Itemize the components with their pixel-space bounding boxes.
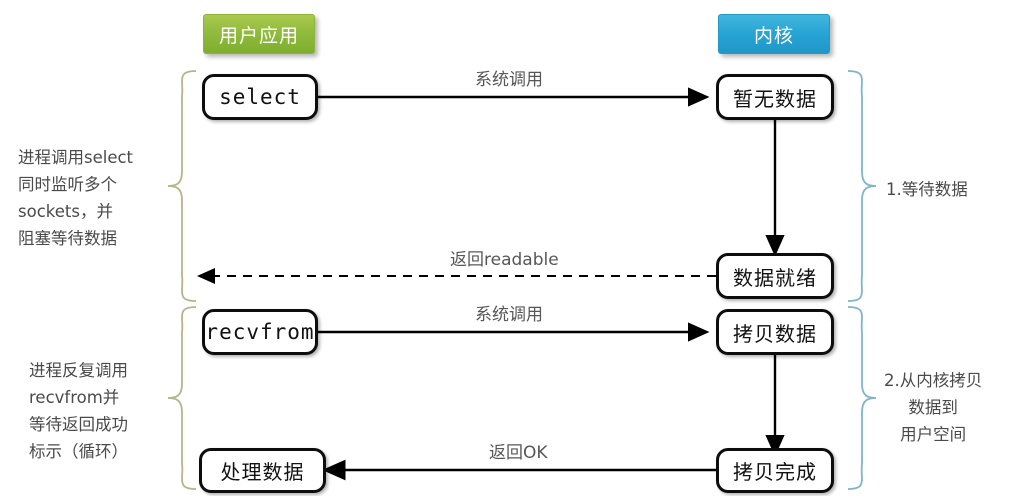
header-user-label: 用户应用 xyxy=(218,24,299,47)
node-copy-data-label: 拷贝数据 xyxy=(733,321,817,346)
node-recvfrom[interactable]: recvfrom xyxy=(202,309,318,355)
node-no-data[interactable]: 暂无数据 xyxy=(716,74,834,120)
node-select-label: select xyxy=(219,85,301,109)
note-right-wait-data: 1.等待数据 xyxy=(886,180,968,199)
header-pill-kernel: 内核 xyxy=(718,14,830,54)
node-copy-done[interactable]: 拷贝完成 xyxy=(716,448,834,493)
node-recvfrom-label: recvfrom xyxy=(205,320,315,344)
node-copy-done-label: 拷贝完成 xyxy=(733,460,817,484)
left-brace-upper xyxy=(167,70,197,302)
note-right-copy-data: 2.从内核拷贝 数据到 用户空间 xyxy=(884,371,983,444)
header-pill-user-application: 用户应用 xyxy=(203,14,315,54)
node-process-data-label: 处理数据 xyxy=(220,460,305,484)
node-copy-data[interactable]: 拷贝数据 xyxy=(716,309,834,355)
node-data-ready-label: 数据就绪 xyxy=(733,265,817,290)
edge-label-return-ok: 返回OK xyxy=(489,443,548,463)
note-left-select: 进程调用select 同时监听多个 sockets，并 阻塞等待数据 xyxy=(18,148,134,248)
node-no-data-label: 暂无数据 xyxy=(733,86,817,111)
node-select[interactable]: select xyxy=(202,74,318,120)
edge-label-return-readable: 返回readable xyxy=(450,250,559,270)
node-process-data[interactable]: 处理数据 xyxy=(199,448,326,493)
note-left-recvfrom: 进程反复调用 recvfrom并 等待返回成功 标示（循环） xyxy=(29,361,128,461)
header-kernel-label: 内核 xyxy=(753,24,794,47)
edge-label-syscall-2: 系统调用 xyxy=(475,305,543,325)
right-brace-upper xyxy=(847,70,877,302)
node-data-ready[interactable]: 数据就绪 xyxy=(716,253,834,299)
edge-label-syscall-1: 系统调用 xyxy=(475,70,543,90)
left-brace-lower xyxy=(167,306,197,490)
right-brace-lower xyxy=(847,306,877,490)
